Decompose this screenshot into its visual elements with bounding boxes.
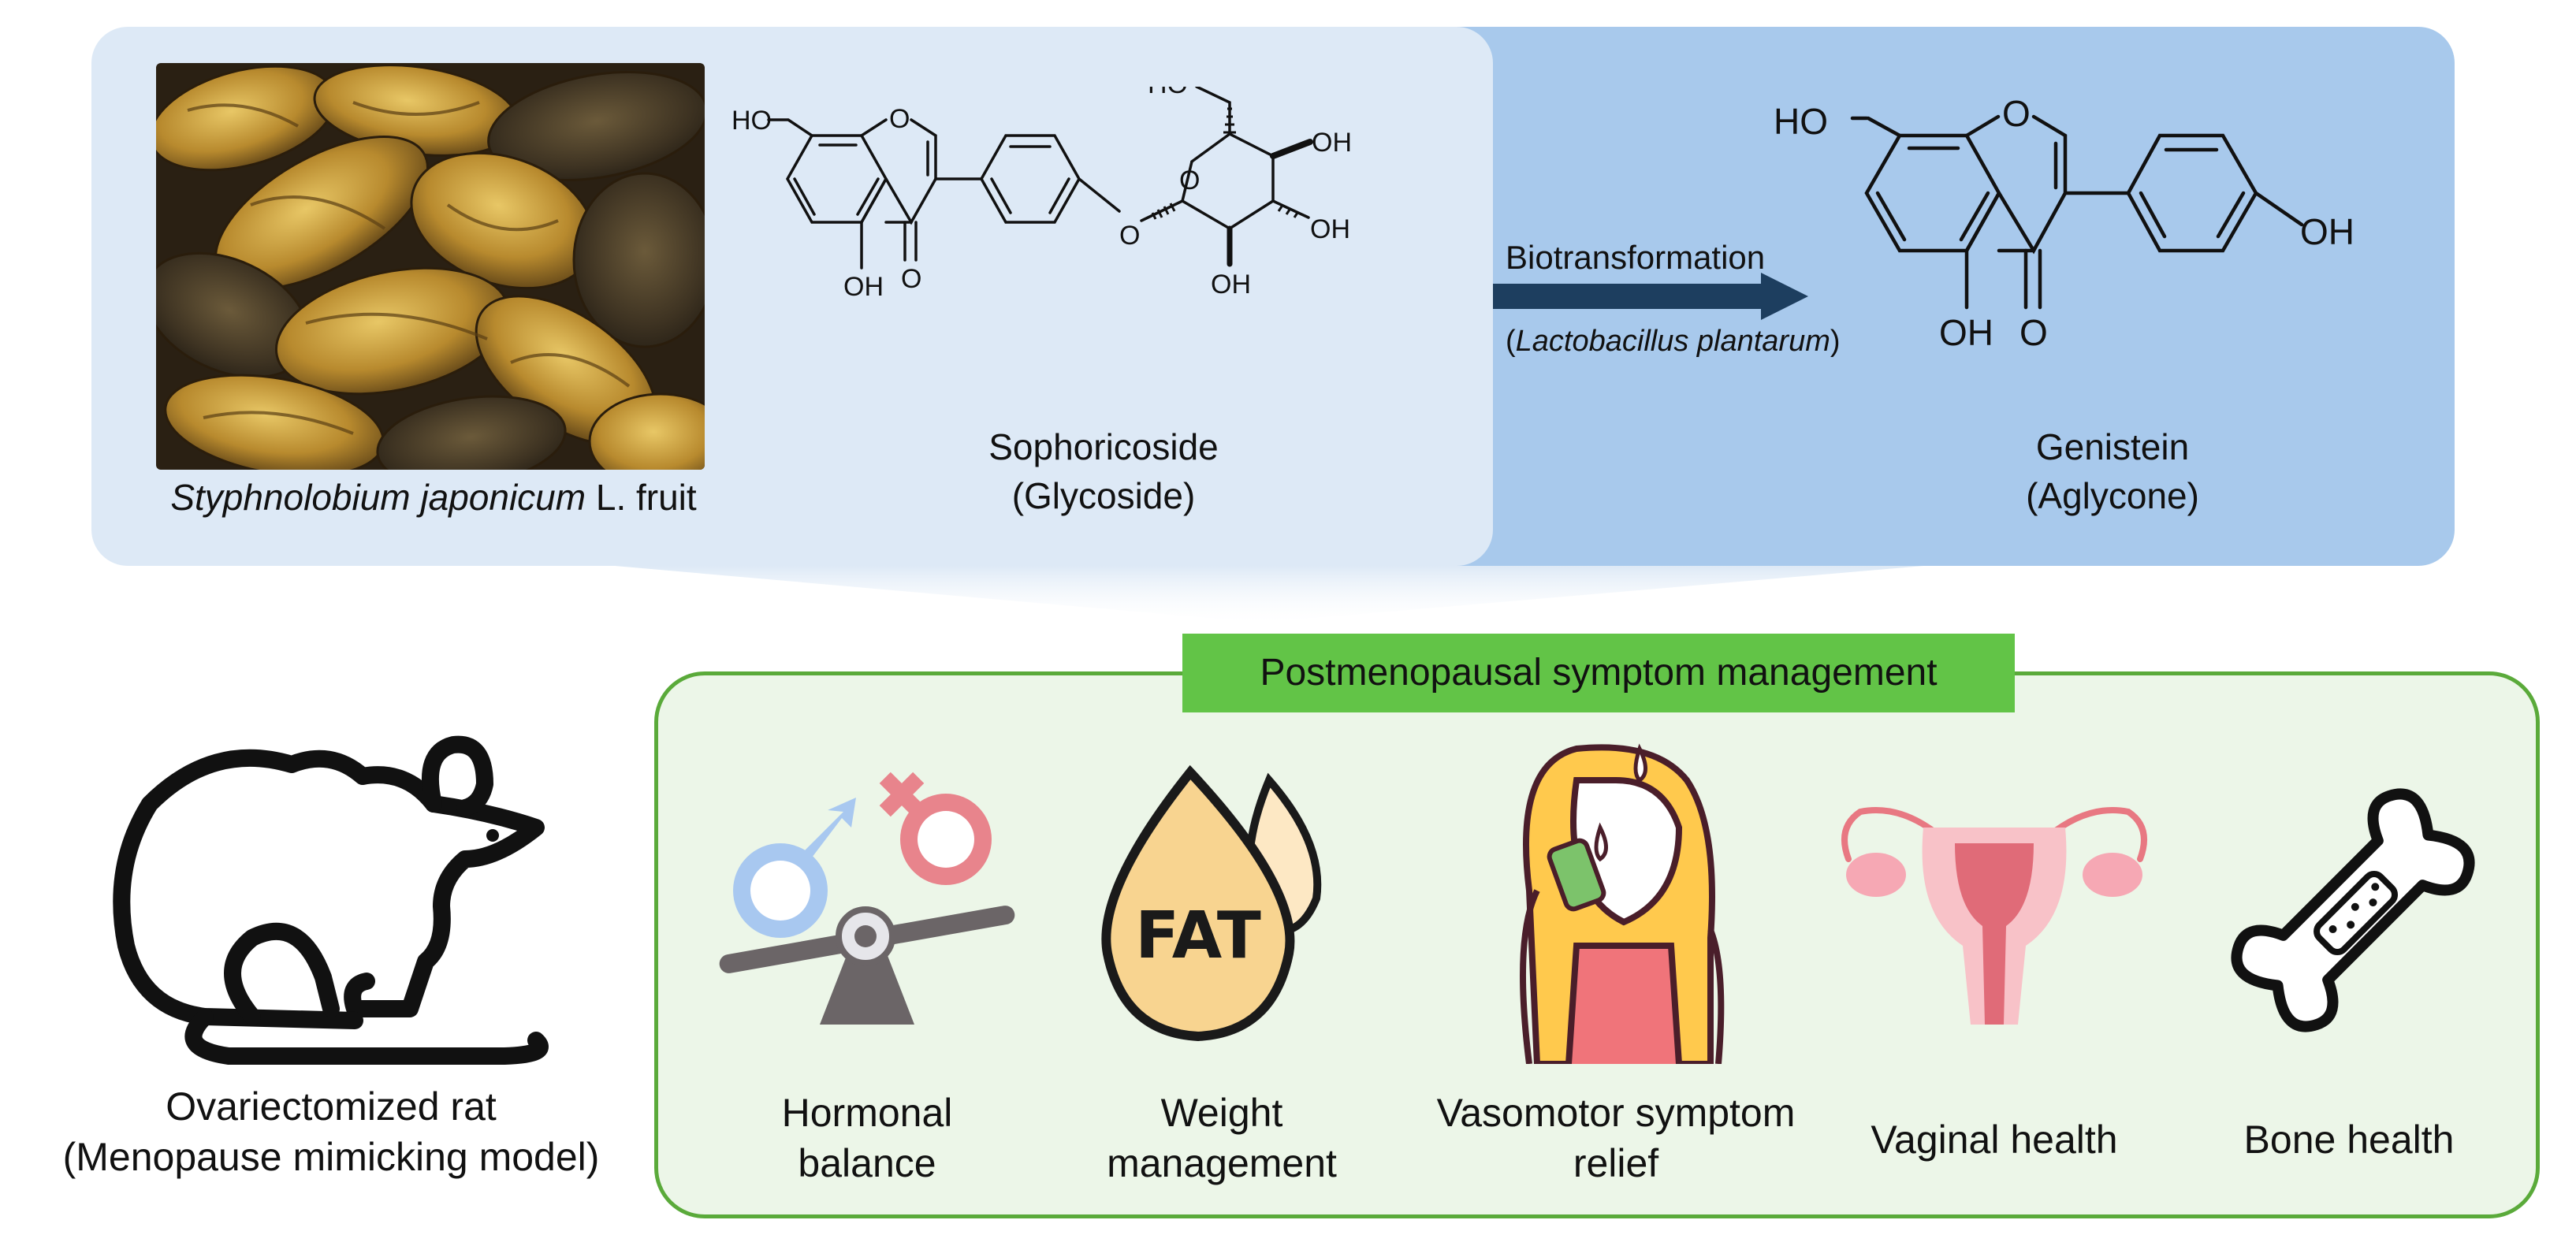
- genistein-atom-ho: HO: [1774, 101, 1828, 142]
- genistein-name: Genistein: [2035, 426, 2190, 467]
- benefit-label-hormonal: Hormonal balance: [709, 1088, 1025, 1188]
- benefit-label-vasomotor-line2: relief: [1573, 1141, 1659, 1185]
- sophoricoside-atom-ho: HO: [731, 106, 772, 136]
- sophoricoside-atom-o-ring: O: [889, 104, 910, 134]
- rat-icon: [113, 735, 549, 1065]
- sophoricoside-atom-oh-1: OH: [1312, 128, 1352, 158]
- benefit-label-hormonal-line1: Hormonal: [781, 1091, 953, 1135]
- fruit-photo-caption: Styphnolobium japonicum L. fruit: [118, 473, 749, 522]
- genistein-structure: HO O OH O OH: [1774, 93, 2355, 353]
- arrow-label-organism: (Lactobacillus plantarum): [1506, 325, 1841, 358]
- sophoricoside-atom-o-link: O: [1119, 221, 1140, 251]
- rat-model-name: Ovariectomized rat: [166, 1084, 497, 1129]
- rat-model-label: Ovariectomized rat (Menopause mimicking …: [16, 1081, 646, 1182]
- benefit-label-weight: Weight management: [1064, 1088, 1379, 1188]
- fat-label: FAT: [1135, 898, 1261, 973]
- fruit-pods: [156, 64, 705, 470]
- bone-icon: [2231, 788, 2475, 1032]
- fat-drop-icon: FAT: [1101, 764, 1322, 1042]
- biotransformation-arrow: [1493, 273, 1808, 320]
- sophoricoside-atom-oh: OH: [843, 272, 884, 302]
- benefit-label-vasomotor-line1: Vasomotor symptom: [1436, 1091, 1796, 1135]
- symptom-management-header: Postmenopausal symptom management: [1182, 634, 2015, 712]
- sophoricoside-name: Sophoricoside: [988, 426, 1219, 467]
- arrow-label-process: Biotransformation: [1506, 239, 1766, 276]
- sophoricoside-atom-oh-3: OH: [1211, 270, 1251, 299]
- benefit-label-vasomotor: Vasomotor symptom relief: [1403, 1088, 1829, 1188]
- species-suffix: L. fruit: [586, 477, 697, 518]
- gender-balance-icon: [719, 772, 1015, 1025]
- species-name: Styphnolobium japonicum: [170, 477, 586, 518]
- sophoricoside-atom-ho-ch2: HO: [1148, 87, 1188, 99]
- fruit-photo: [156, 63, 705, 470]
- genistein-atom-oh-para: OH: [2300, 211, 2355, 252]
- sophoricoside-type: (Glycoside): [1011, 475, 1196, 516]
- rat-model-desc: (Menopause mimicking model): [62, 1135, 600, 1179]
- genistein-atom-o-ring: O: [2002, 93, 2031, 134]
- genistein-label: Genistein (Aglycone): [1915, 422, 2310, 520]
- benefit-label-vaginal: Vaginal health: [1871, 1118, 2118, 1162]
- uterus-icon: [1841, 807, 2147, 1025]
- benefit-label-weight-line1: Weight: [1160, 1091, 1283, 1135]
- sophoricoside-label: Sophoricoside (Glycoside): [906, 422, 1301, 520]
- benefit-label-hormonal-line2: balance: [798, 1141, 936, 1185]
- benefit-label-weight-line2: management: [1107, 1141, 1337, 1185]
- sophoricoside-atom-oh-2: OH: [1310, 214, 1350, 244]
- benefit-label-bone: Bone health: [2243, 1118, 2455, 1162]
- sophoricoside-atom-o-sugar: O: [1179, 166, 1200, 195]
- genistein-atom-o-keto: O: [2019, 312, 2048, 353]
- sophoricoside-structure: HO O OH O O O HO OH OH OH: [731, 87, 1352, 302]
- genistein-type: (Aglycone): [2026, 475, 2199, 516]
- organism-name: Lactobacillus plantarum: [1515, 325, 1830, 358]
- genistein-atom-oh: OH: [1939, 312, 1993, 353]
- hot-flash-woman-icon: [1520, 743, 1725, 1064]
- sophoricoside-atom-o-keto: O: [901, 264, 921, 294]
